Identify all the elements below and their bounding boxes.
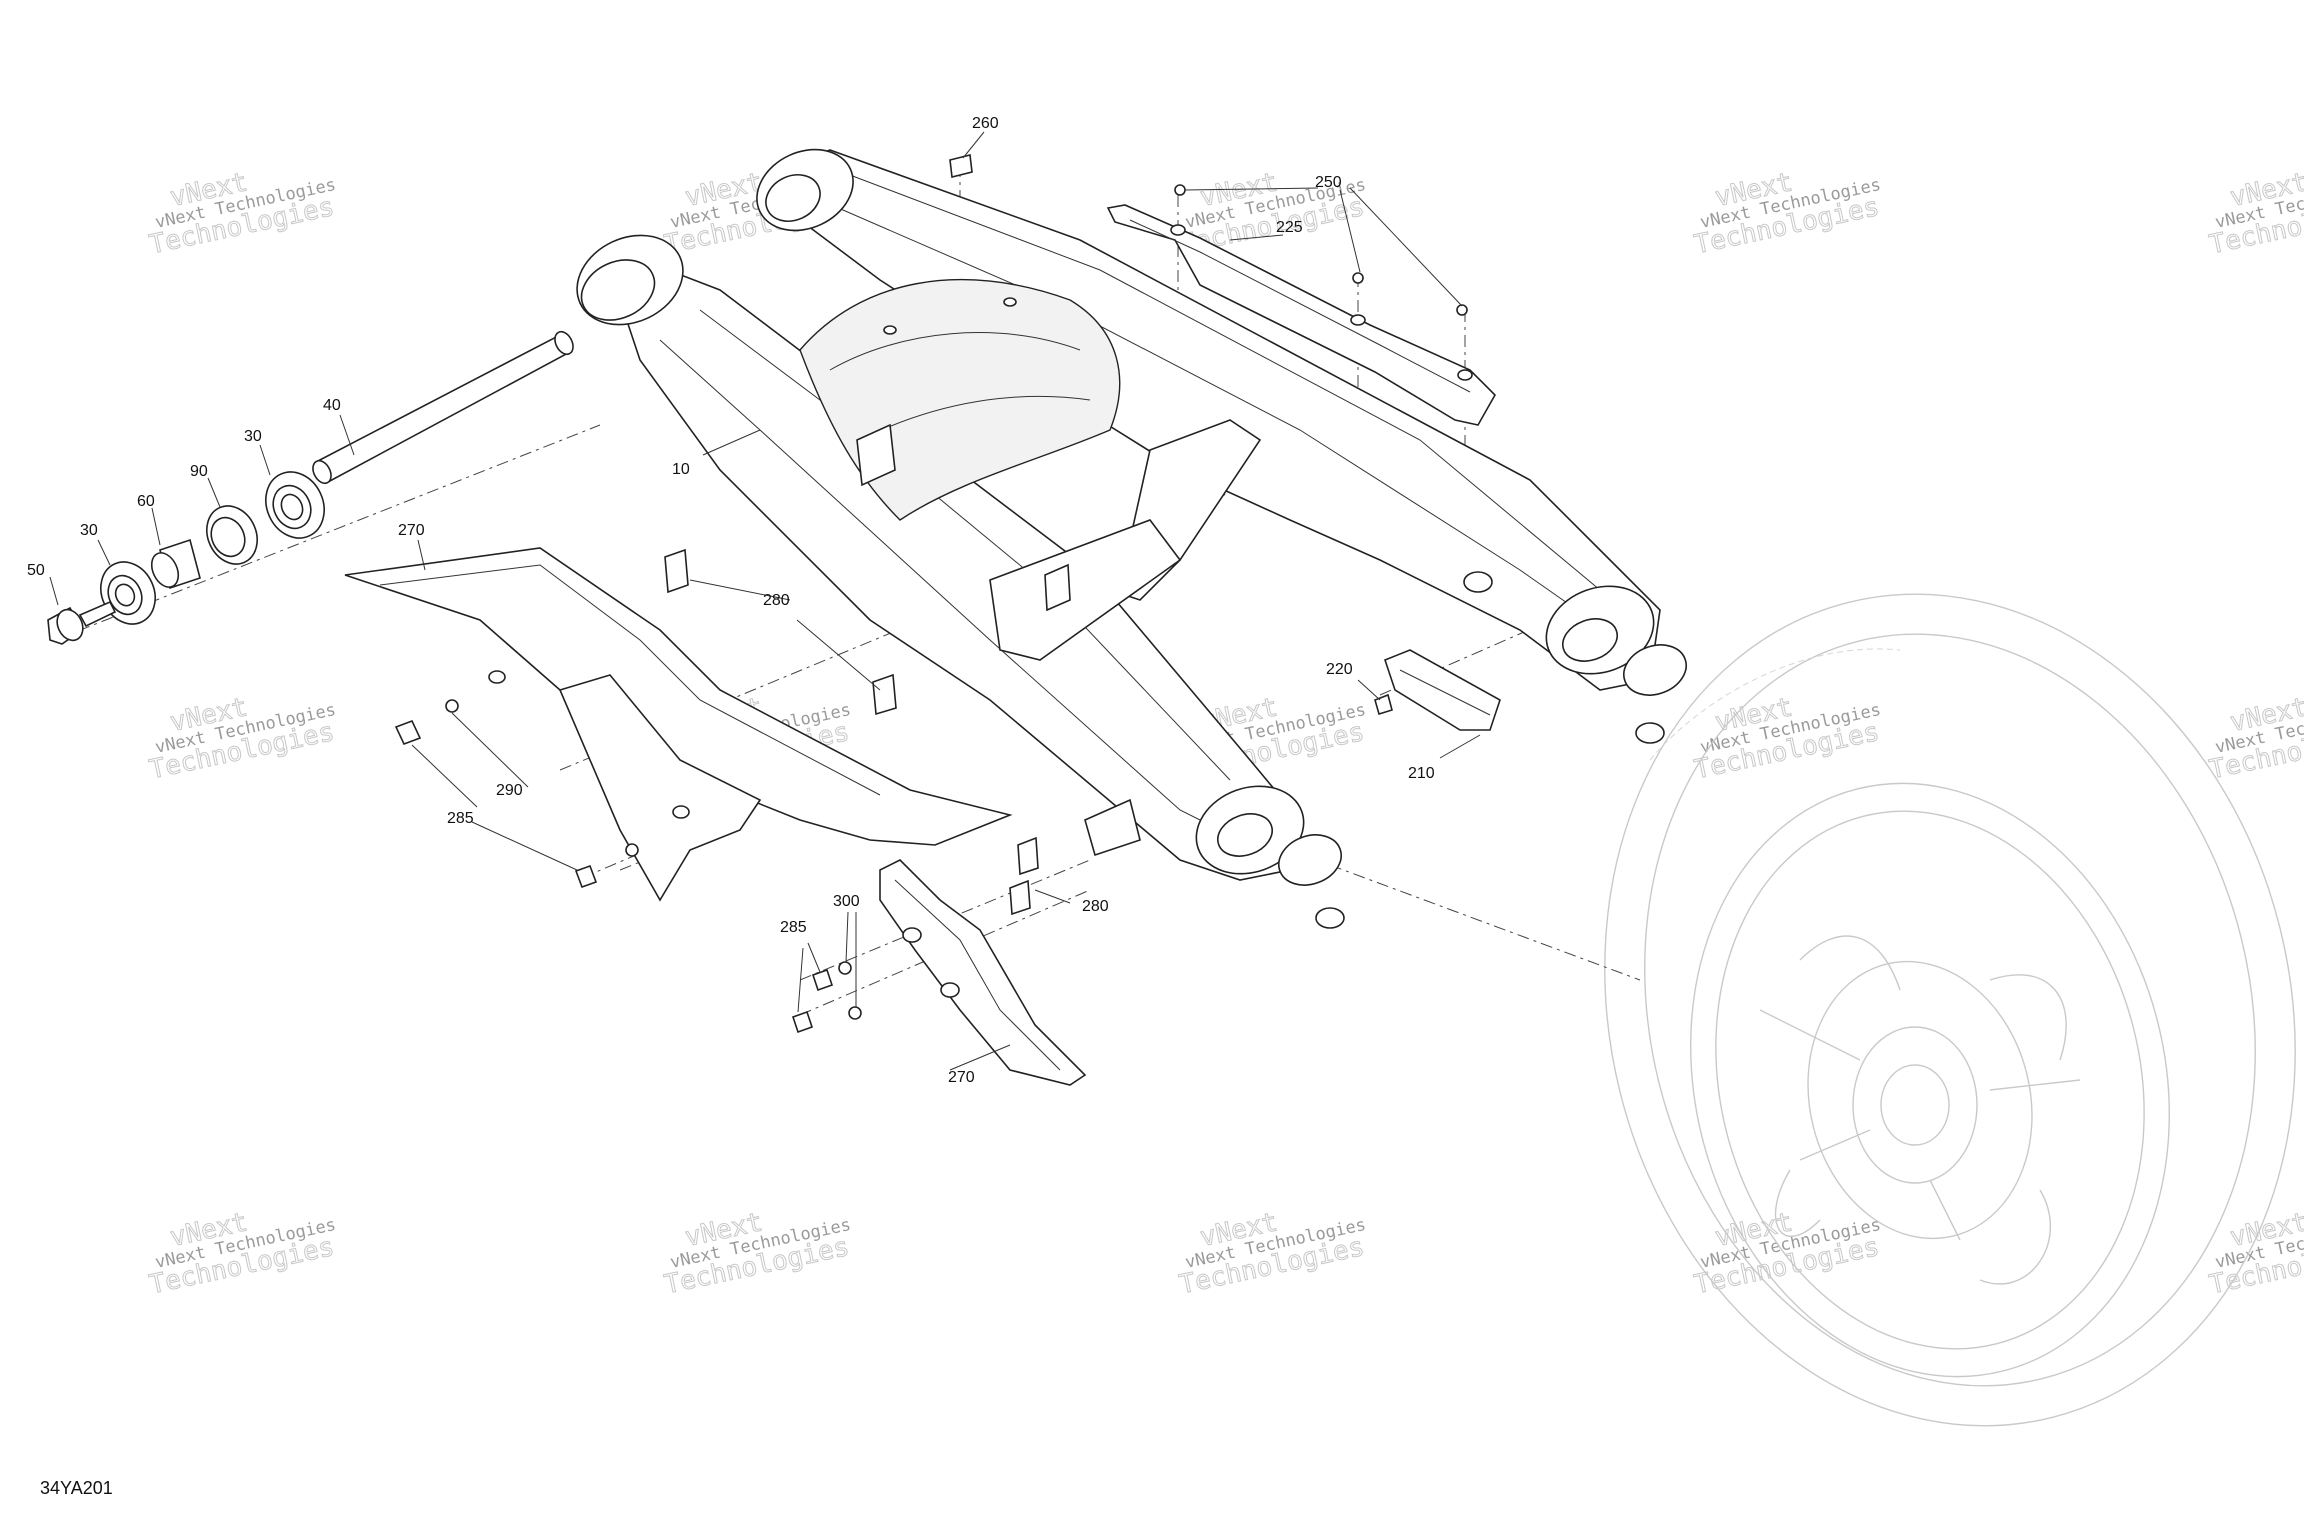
rear-wheel-ghost [1604,593,2296,1427]
callout-250: 270 [398,522,425,539]
callout-210: 225 [1276,219,1303,236]
callout-60: 60 [137,493,155,510]
callout-225: 260 [972,115,999,132]
callout-285-left: 290 [496,782,523,799]
callout-50: 50 [27,562,45,579]
bearing-30-lower [100,561,156,625]
pivot-shaft-40 [312,330,574,485]
callout-280-left: 285 [447,810,474,827]
callout-290: 210 [1408,765,1435,782]
figure-id: 34YA201 [40,1478,113,1498]
callout-40: 40 [323,397,341,414]
callout-30-lower: 30 [80,522,98,539]
chain-guard-250 [344,547,1013,902]
chain-slider-210 [1106,204,1496,426]
lower-guard-260 [879,859,1087,1086]
callout-260: 270 [948,1069,975,1086]
callout-90: 90 [190,463,208,480]
callout-270-lower: 280 [1082,898,1109,915]
callout-300: 220 [1326,661,1353,678]
bearing-30-upper [265,471,325,539]
swingarm [576,148,1687,929]
callout-220: 250 [1315,174,1342,191]
spacer-60 [150,538,201,590]
pivot-bolt-50 [47,600,117,645]
callout-280-right: 285 [780,919,807,936]
callout-10: 10 [672,461,690,478]
seal-90 [206,505,258,565]
callout-285-right: 300 [833,893,860,910]
callout-30-upper: 30 [244,428,262,445]
hardware [394,154,1501,1034]
callout-270-upper: 280 [763,592,790,609]
callout-labels: 260 250 225 10 40 30 90 60 30 50 270 280… [27,115,1435,1086]
leader-lines [49,131,1481,1071]
